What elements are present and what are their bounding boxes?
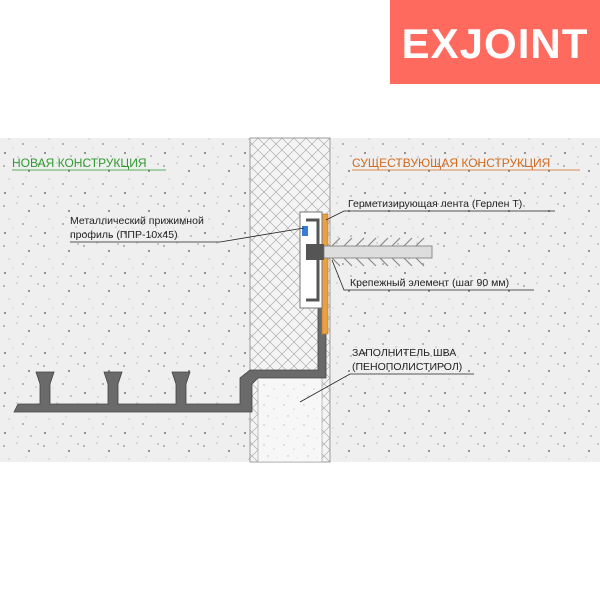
- joint-filler-foam: [257, 374, 323, 463]
- new-concrete-slab: [0, 138, 250, 462]
- clamp-profile-label-line2: профиль (ППР-10х45): [70, 229, 178, 241]
- filler-label-line1: ЗАПОЛНИТЕЛЬ ШВА: [352, 347, 456, 359]
- filler-leader: [299, 373, 474, 403]
- clamp-profile-leader: [70, 227, 305, 243]
- existing-concrete-slab: [330, 138, 600, 462]
- sealing-tape: [321, 213, 329, 335]
- sealing-tape-leader: [325, 210, 555, 221]
- exjoint-logo: EXJOINT: [390, 0, 600, 84]
- fastener-leader: [331, 259, 534, 291]
- fastener-label: Крепежный элемент (шаг 90 мм): [350, 277, 509, 289]
- fastener-anchor: [306, 237, 433, 267]
- logo-badge-background: [390, 0, 600, 84]
- existing-construction-label: СУЩЕСТВУЮЩАЯ КОНСТРУКЦИЯ: [352, 156, 550, 170]
- filler-label-line2: (ПЕНОПОЛИСТИРОЛ): [352, 361, 462, 373]
- sealing-tape-label: Герметизирующая лента (Герлен Т): [348, 198, 522, 210]
- logo-text: EXJOINT: [402, 20, 589, 67]
- new-construction-label: НОВАЯ КОНСТРУКЦИЯ: [12, 156, 147, 170]
- clamp-profile-label-line1: Металлический прижимной: [70, 215, 204, 227]
